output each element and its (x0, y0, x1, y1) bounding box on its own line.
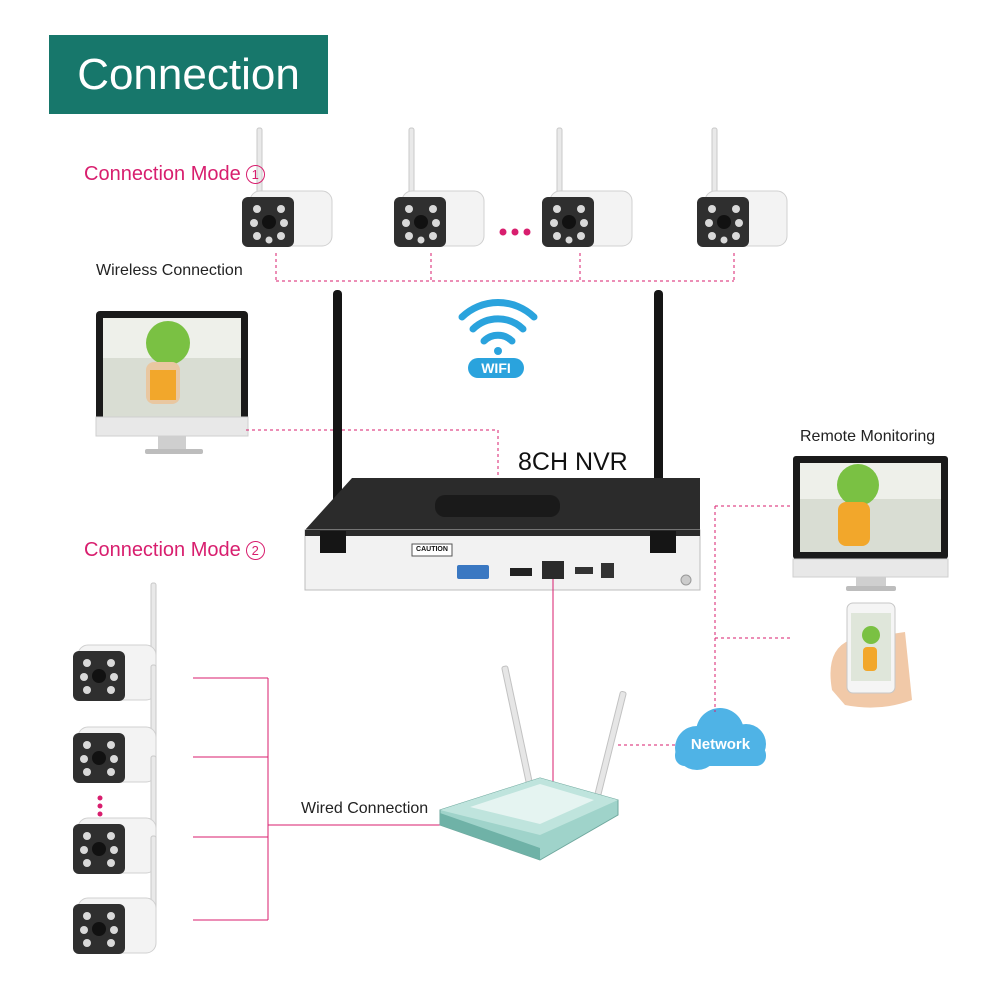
smartphone (830, 602, 912, 708)
remote-monitoring-label: Remote Monitoring (800, 428, 936, 445)
wired-dots (97, 795, 103, 817)
network-label: Network (690, 736, 751, 753)
connection-mode-1-label: Connection Mode (84, 163, 241, 185)
nvr-label: 8CH NVR (518, 448, 628, 476)
connection-mode-1-number: 1 (245, 165, 265, 184)
wireless-camera-1 (241, 127, 333, 248)
wired-camera-1 (72, 582, 157, 702)
wifi-icon (458, 299, 538, 355)
remote-monitor (792, 456, 949, 591)
wireless-connection-label: Wireless Connection (96, 262, 243, 279)
nvr-caution-label: CAUTION (416, 546, 448, 553)
desktop-computer (95, 311, 249, 454)
wired-connection-label: Wired Connection (301, 800, 429, 817)
wireless-camera-4 (696, 127, 788, 248)
connection-mode-2-label: Connection Mode (84, 539, 241, 561)
page-title: Connection (49, 35, 328, 114)
nvr-device (304, 290, 701, 591)
wifi-badge: WIFI (468, 358, 524, 378)
wireless-link-lines (275, 253, 735, 282)
wireless-camera-3 (541, 127, 633, 248)
network-cloud-icon (675, 708, 766, 770)
wireless-camera-2 (393, 127, 485, 248)
connection-mode-2-number: 2 (245, 541, 265, 560)
wired-link-lines (193, 677, 440, 921)
remote-link-lines (714, 505, 793, 712)
ellipsis-dots (499, 228, 531, 236)
router (439, 665, 627, 861)
